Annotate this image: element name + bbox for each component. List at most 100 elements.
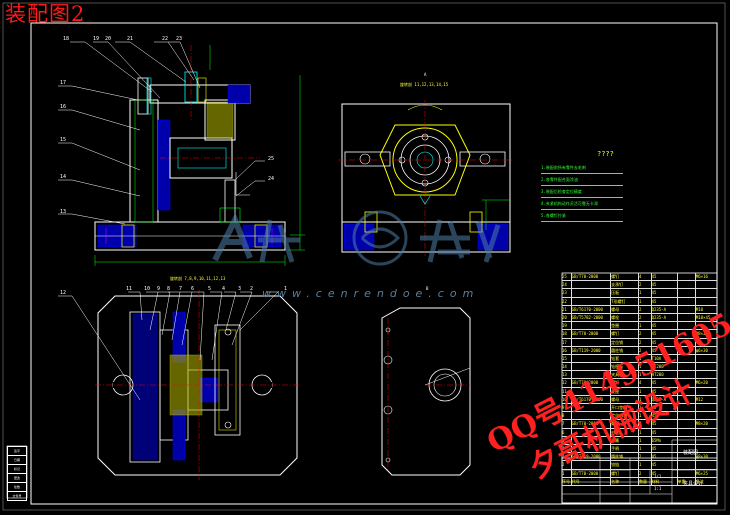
bom-cell xyxy=(696,289,717,296)
bom-cell: 9 xyxy=(562,404,572,412)
bom-cell: 1 xyxy=(562,469,572,477)
bom-cell xyxy=(696,371,717,378)
callout-1: 1 xyxy=(284,286,288,292)
bom-cell: 45 xyxy=(652,461,678,469)
callout-11: 11 xyxy=(126,286,133,292)
bom-cell xyxy=(696,388,717,395)
bom-cell: 螺母 xyxy=(611,305,640,313)
bom-cell xyxy=(696,363,717,370)
bom-cell: 7 xyxy=(562,420,572,428)
bom-cell: 1 xyxy=(639,387,652,395)
bom-cell xyxy=(678,453,696,461)
bom-cell xyxy=(678,412,696,420)
callout-6: 6 xyxy=(191,286,195,292)
bom-cell: 45 xyxy=(652,338,678,346)
bom-cell: 备注 xyxy=(695,478,704,484)
bom-cell xyxy=(572,338,612,346)
bom-cell: Q235-A xyxy=(652,395,678,403)
callout-24: 24 xyxy=(268,176,275,182)
bom-cell: 钻模板 xyxy=(611,363,640,371)
bom-cell: 10 xyxy=(562,395,572,403)
bom-cell xyxy=(696,281,717,288)
bom-cell: 螺母 xyxy=(611,395,640,403)
bom-cell: T10A xyxy=(652,354,678,363)
bom-cell: 圆柱销 xyxy=(611,453,640,461)
bom-cell: 2 xyxy=(639,346,652,354)
bom-cell: 45 xyxy=(652,281,678,289)
watermark-logo xyxy=(212,210,501,266)
titleblock-scale: 1:1 xyxy=(654,486,662,491)
watermark-site: www.cenrendoe.com xyxy=(262,287,480,300)
bom-cell xyxy=(678,313,696,322)
bom-cell: Q235-A xyxy=(652,305,678,313)
bom-cell xyxy=(678,395,696,403)
bom-cell xyxy=(678,428,696,436)
bom-cell: 衬套 xyxy=(611,428,640,436)
bom-cell xyxy=(678,322,696,330)
bom-cell: φ6×30 xyxy=(695,347,708,353)
bom-cell: 13 xyxy=(562,371,572,379)
bom-cell xyxy=(678,305,696,313)
bom-cell: GB/T70-2000 xyxy=(572,379,612,387)
bom-cell xyxy=(572,436,612,444)
bom-cell xyxy=(678,354,696,363)
bom-cell: M10×45 xyxy=(695,314,711,320)
bom-cell: 1 xyxy=(639,412,652,420)
bom-cell: 压板 xyxy=(611,289,640,297)
bom-cell: 25 xyxy=(562,273,572,281)
bom-cell: 45 xyxy=(652,387,678,395)
bom-cell: M6×25 xyxy=(695,470,708,476)
bom-cell: 螺钉 xyxy=(611,469,640,477)
bom-cell: 1 xyxy=(639,371,652,379)
bom-cell: 45 xyxy=(652,404,678,412)
bom-cell: 45 xyxy=(652,289,678,297)
callout-2: 2 xyxy=(250,286,254,292)
bom-cell: 45 xyxy=(652,297,678,305)
bom-cell: 22 xyxy=(562,297,572,305)
bom-cell: 螺栓 xyxy=(611,313,640,322)
revision-cell: 标记 xyxy=(7,464,27,473)
bom-cell: 1 xyxy=(639,363,652,371)
bom-cell xyxy=(696,429,717,436)
callout-20: 20 xyxy=(105,36,112,42)
bom-cell: 6 xyxy=(562,428,572,436)
bom-cell: GB/T70-2000 xyxy=(572,420,612,428)
bom-cell: 定位心轴 xyxy=(611,412,640,420)
bom-cell: 2 xyxy=(639,420,652,428)
bom-cell: 45 xyxy=(652,444,678,453)
note-line: 5.各螺钉拧紧 xyxy=(541,210,623,222)
notes-block: 1.装配前所有零件去毛刺 2.各零件配合面涂油 3.装配后检查定位精度 4.夹紧… xyxy=(541,162,623,222)
bom-cell: 1 xyxy=(639,444,652,453)
bom-cell xyxy=(678,346,696,354)
bom-cell: 45 xyxy=(652,346,678,354)
bom-cell: 3 xyxy=(562,453,572,461)
bom-cell: GB/T70-2000 xyxy=(572,273,612,281)
bom-cell: 15 xyxy=(562,354,572,363)
callout-22: 22 xyxy=(162,36,169,42)
callout-18: 18 xyxy=(63,36,70,42)
callout-15: 15 xyxy=(60,137,67,143)
bom-cell: 1 xyxy=(639,322,652,330)
bom-cell: 铰链 xyxy=(611,461,640,469)
top-view xyxy=(58,290,300,480)
bom-cell: 垫圈 xyxy=(611,322,640,330)
bom-cell: M8×20 xyxy=(695,421,708,427)
bom-cell: 支座 xyxy=(611,387,640,395)
callout-9: 9 xyxy=(157,286,161,292)
bom-cell: M6×20 xyxy=(695,380,708,386)
bom-cell: 12 xyxy=(562,379,572,387)
revision-cell: 日期 xyxy=(7,455,27,464)
bom-cell: 1 xyxy=(639,354,652,363)
bom-cell xyxy=(696,461,717,468)
notes-title: ???? xyxy=(597,150,614,158)
bom-cell: 18 xyxy=(562,330,572,338)
